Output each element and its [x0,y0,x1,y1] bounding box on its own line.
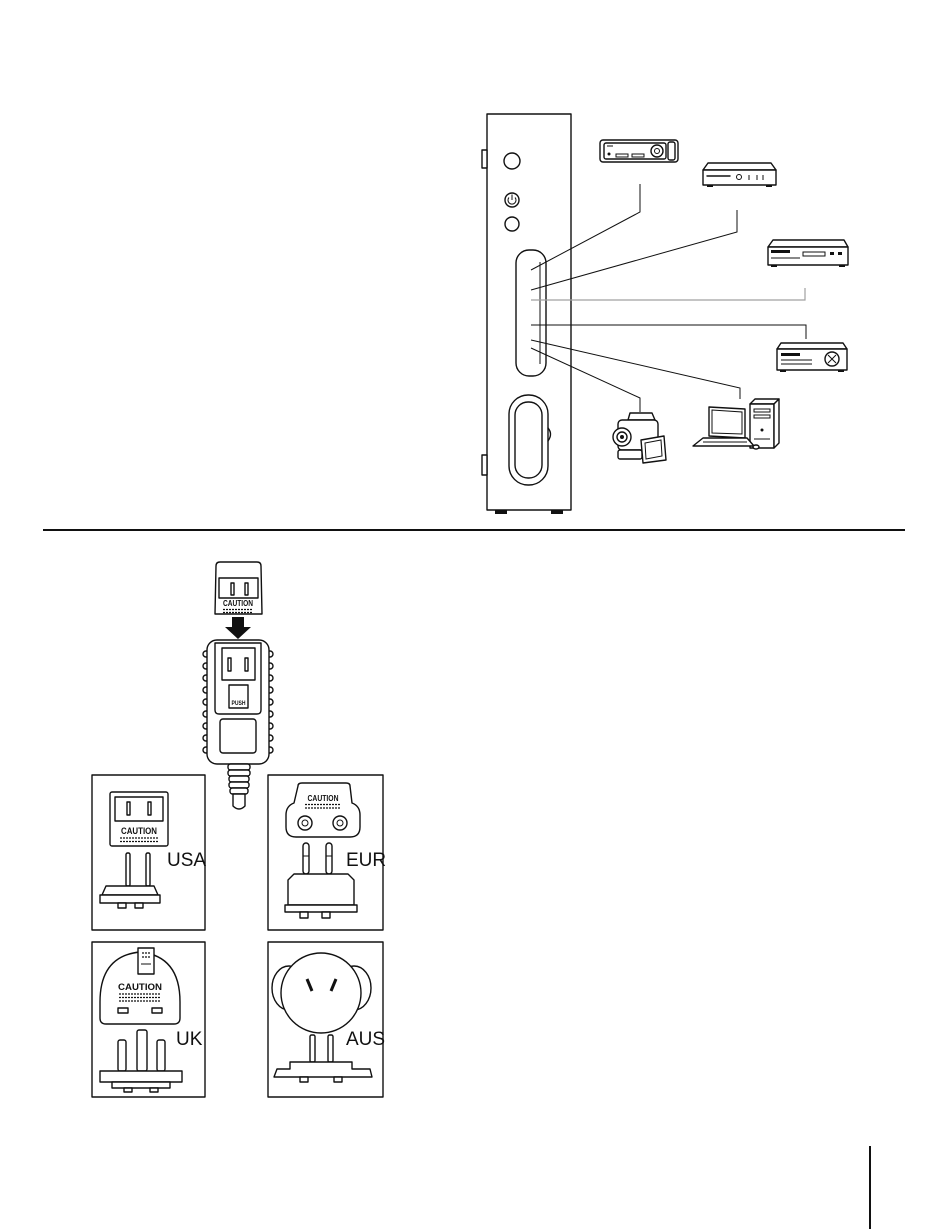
region-label: USA [167,850,206,871]
plug-side-view [100,853,160,908]
media-hub-tower-icon [482,114,571,514]
desktop-computer-icon [693,399,779,449]
adapter-plug-clip: CAUTION [215,562,262,614]
caution-label: CAUTION [308,793,339,803]
tower-side-bump [482,150,487,168]
vcr-icon [768,240,848,267]
release-tab [138,948,154,974]
tower-foot [495,510,507,514]
adapter-body: PUSH [203,640,273,764]
mouse-icon [753,445,759,449]
caution-label: CAUTION [121,826,157,836]
av-receiver-icon [777,343,847,372]
plug-side-view [100,1030,182,1092]
plug-eur-panel: CAUTION EUR [268,775,386,930]
line-to-receiver [531,325,806,339]
tower-side-bump [482,455,487,475]
plug-uk-panel: CAUTION UK [92,942,205,1097]
tower-foot [551,510,563,514]
camcorder-icon [613,413,666,463]
caution-label: CAUTION [223,599,253,608]
dvd-player-icon [703,163,776,187]
tower-body [487,114,571,510]
plug-aus-panel: AUS [268,942,385,1097]
plug-face [286,783,360,837]
power-adapter: CAUTION [203,562,273,809]
game-console-icon [600,140,678,162]
region-label: UK [176,1029,203,1050]
arrow-down-icon [225,617,251,639]
camcorder-screen [641,436,666,463]
adapter-cord [228,764,250,809]
push-label: PUSH [232,701,246,707]
plug-face [281,953,361,1033]
region-label: EUR [346,850,386,871]
line-to-vcr [531,288,805,300]
region-label: AUS [346,1029,385,1050]
connection-lines [531,184,806,412]
plug-usa-panel: CAUTION USA [92,775,206,930]
caution-label: CAUTION [118,982,162,992]
